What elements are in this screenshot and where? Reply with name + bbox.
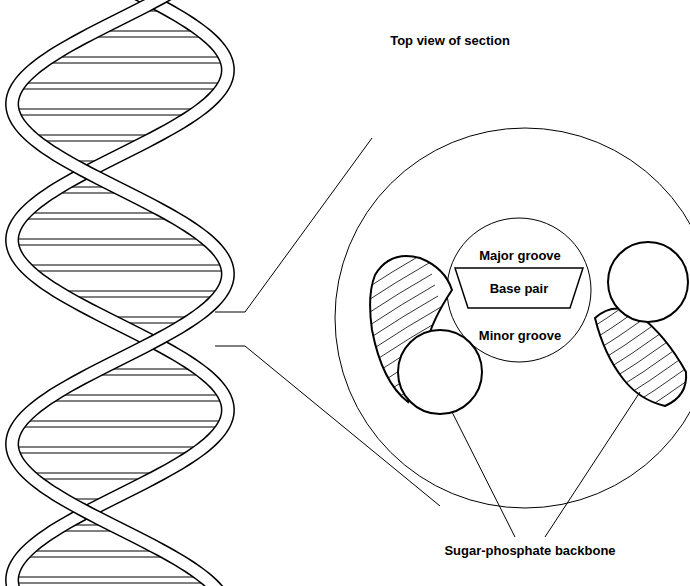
leader-line: [545, 392, 640, 537]
section-tick: [215, 312, 245, 313]
label-text: Major groove: [479, 248, 561, 264]
base-pair-rung: [13, 109, 197, 115]
hatch-stroke: [590, 350, 690, 430]
label-text: Top view of section: [390, 33, 510, 49]
base-pair-rung: [61, 291, 220, 297]
hatch-stroke: [300, 230, 420, 310]
label-text: Minor groove: [479, 328, 561, 344]
base-pair-rung: [19, 421, 224, 427]
hatch-stroke: [584, 341, 690, 421]
leader-line: [452, 412, 515, 537]
base-pair-rung: [49, 395, 226, 401]
strand-outline: [12, 0, 228, 586]
base-pair-rung: [18, 83, 223, 89]
zoom-line: [245, 138, 372, 312]
section-tick: [215, 346, 245, 347]
base-pair-rung: [13, 447, 200, 453]
base-pair-rung: [12, 577, 207, 583]
base-pair-rung: [26, 265, 227, 271]
double-helix: [12, 0, 228, 586]
base-pair-rung: [12, 239, 210, 245]
backbone-left: [300, 230, 482, 453]
base-pair-rung: [24, 551, 168, 557]
hatch-stroke: [309, 263, 429, 343]
base-pair-rung: [22, 213, 171, 219]
node-text: Base pair: [490, 281, 549, 296]
base-pair-rung: [46, 57, 226, 63]
hatch-stroke: [596, 359, 690, 439]
strand-outline: [12, 0, 228, 586]
hatch-stroke: [602, 368, 690, 448]
section-circle: [335, 128, 690, 508]
label-text: Sugar-phosphate backbone: [444, 543, 615, 559]
hatch-stroke: [566, 314, 686, 394]
hatch-stroke: [578, 332, 690, 412]
trapezoid-shape: [455, 268, 583, 308]
hatch-stroke: [303, 241, 423, 321]
base-pair-trapezoid: Base pair: [454, 267, 584, 309]
strand-fill: [12, 0, 228, 586]
strand-fill: [12, 0, 228, 586]
hatch-stroke: [306, 252, 426, 332]
